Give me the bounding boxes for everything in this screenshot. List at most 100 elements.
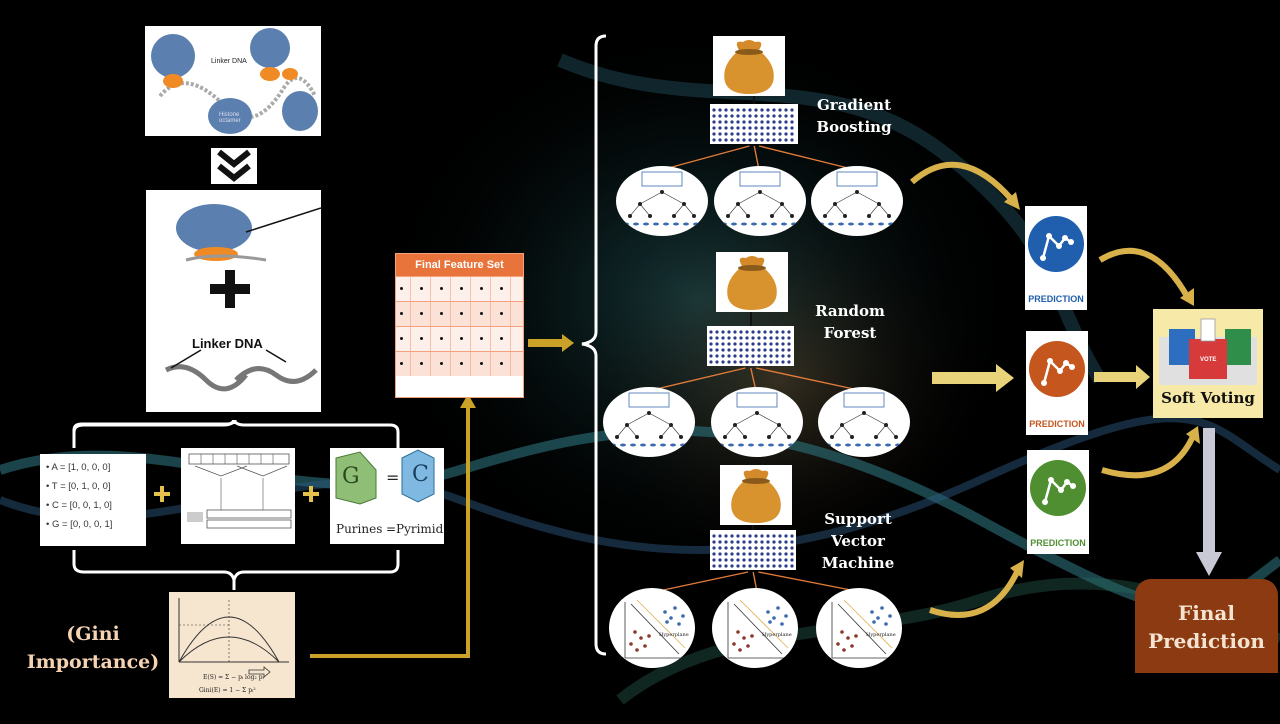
final-line1: Final [1178,601,1235,625]
decision-tree-ellipse [714,166,806,236]
model-label-line: Random [815,302,885,320]
feature-dot [460,362,463,365]
gini-label-line2: Importance) [26,651,160,673]
vote-text: VOTE [1200,357,1217,363]
plus-icon [303,486,319,502]
linker-dna-label: Linker DNA [192,336,263,351]
model-label-line: Machine [821,554,895,572]
feature-dot [460,312,463,315]
model-label-line: Vector [831,532,885,550]
entropy-formula: E(S) = Σ − pᵢ log₂ pᵢ [203,674,264,681]
svm-plot-ellipse: Hyperplane [609,588,695,668]
one-hot-line: • A = [1, 0, 0, 0] [46,462,111,473]
final-prediction-box: Final Prediction [1135,579,1278,673]
feature-divider [450,352,451,376]
feature-to-models-arrow [528,334,574,352]
decision-tree-ellipse [616,166,708,236]
feature-divider [430,327,431,351]
feature-dot [440,362,443,365]
feature-dot [440,287,443,290]
model-label-gradient-boosting: Gradient Boosting [800,94,908,138]
feature-divider [410,277,411,301]
gini-label-line1: (Gini [66,623,120,645]
feature-dot [440,337,443,340]
equals-sign: = [386,468,400,487]
histone-label: Histone octamer [219,112,241,124]
feature-dot [400,337,403,340]
purines-label: Purines [336,522,383,536]
money-bag-icon [716,252,788,312]
feature-dot [500,312,503,315]
decision-tree-ellipse [711,387,803,457]
final-line2: Prediction [1148,629,1265,653]
decision-tree-ellipse [811,166,903,236]
one-hot-line: • T = [0, 1, 0, 0] [46,481,111,492]
feature-divider [510,327,511,351]
feature-divider [450,277,451,301]
ensemble-output-grid [707,326,794,366]
prediction-label: PREDICTION [1030,538,1086,548]
feature-dot [500,362,503,365]
soft-voting-label: Soft Voting [1161,389,1255,407]
feature-divider [470,302,471,326]
feature-divider [410,352,411,376]
feature-divider [470,352,471,376]
prediction-label: PREDICTION [1029,419,1085,429]
feature-dot [460,287,463,290]
feature-row [396,351,523,376]
feature-divider [490,302,491,326]
feature-divider [450,327,451,351]
feature-row [396,276,523,301]
prediction-card: PREDICTION [1026,331,1088,435]
feature-dot [440,312,443,315]
hyperplane-label: Hyperplane [762,632,792,638]
decision-tree-ellipse [818,387,910,457]
top-brace [72,420,400,448]
prediction-to-voting-arrows [1094,247,1200,479]
up-arrow-icon [753,96,755,104]
model-to-prediction-arrows [910,161,1024,618]
chevron-down-icon [211,148,257,184]
gini-importance-chart: E(S) = Σ − pᵢ log₂ pᵢ Gini(E) = 1 − Σ pᵢ… [169,592,295,698]
feature-divider [510,352,511,376]
feature-dot [480,337,483,340]
feature-divider [510,277,511,301]
one-hot-line: • C = [0, 0, 1, 0] [46,500,112,511]
purine-pyrimidine-box: G = C Purines = Pyrimidine [330,448,444,544]
feature-divider [430,302,431,326]
feature-dot [480,362,483,365]
linker-dna-small-label: Linker DNA [211,58,247,65]
feature-dot [460,337,463,340]
soft-voting-box: VOTE Soft Voting [1153,309,1263,418]
decision-tree-ellipse [603,387,695,457]
feature-set-title: Final Feature Set [396,254,523,276]
feature-dot [400,362,403,365]
feature-dot [420,312,423,315]
kmer-encoding-box [181,448,295,544]
models-bracket [581,34,607,656]
svm-plot-ellipse: Hyperplane [816,588,902,668]
gini-formula: Gini(E) = 1 − Σ pᵢ² [199,687,256,694]
feature-divider [430,352,431,376]
nucleosome-linker-panel: Linker DNA [146,190,322,412]
gini-importance-label: (Gini Importance) [22,620,164,676]
feature-divider [410,327,411,351]
prediction-card: PREDICTION [1025,206,1087,310]
feature-dot [480,312,483,315]
money-bag-icon [720,465,792,525]
feature-divider [490,277,491,301]
nucleosome-chain-image: Linker DNA Histone octamer [145,26,321,136]
up-arrow-icon [749,312,752,326]
feature-divider [410,302,411,326]
pyrimidine-label: Pyrimidine [396,522,444,536]
feature-dot [420,362,423,365]
pyrimidine-letter: C [412,462,429,487]
ensemble-output-grid [710,530,796,570]
feature-dot [480,287,483,290]
final-feature-set-table: Final Feature Set [395,253,524,398]
feature-dot [400,312,403,315]
plus-icon [154,486,170,502]
feature-row [396,326,523,351]
equals-sign: = [386,522,397,536]
feature-divider [470,277,471,301]
